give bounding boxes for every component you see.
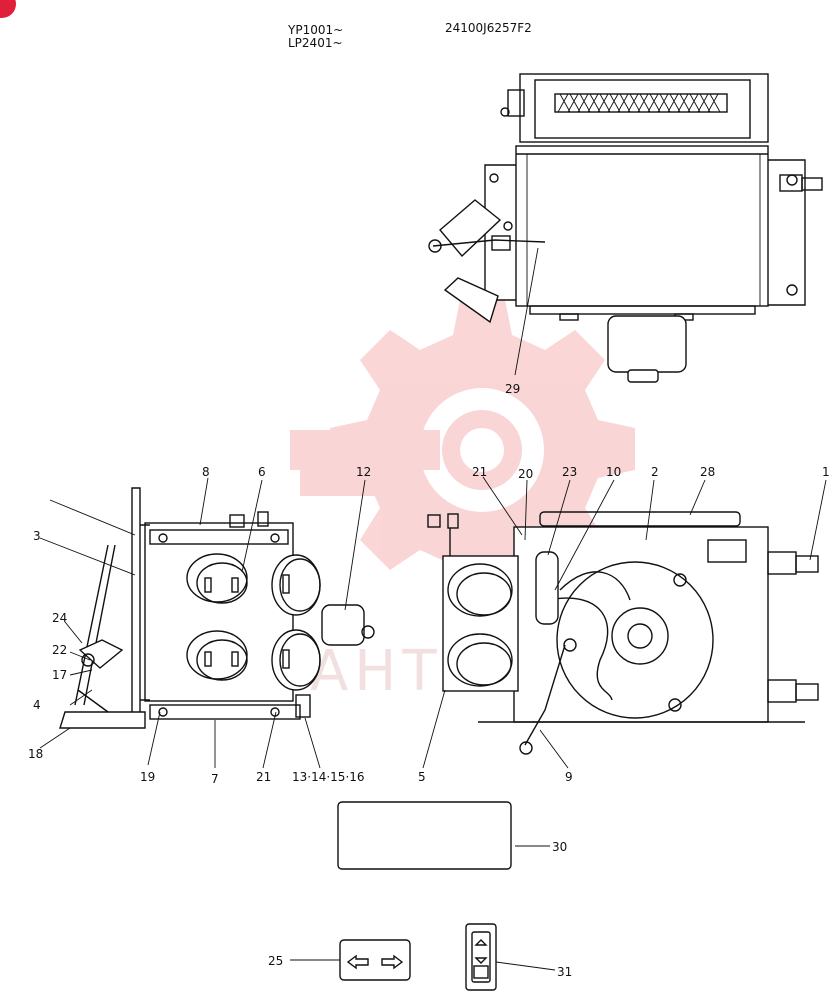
- callout-29: 29: [505, 382, 520, 396]
- callout-2: 2: [651, 465, 659, 479]
- switch-decal-31: [465, 923, 497, 991]
- callout-3: 3: [33, 529, 41, 543]
- top-heater-assembly: [428, 73, 823, 383]
- heater-blower-assembly: [427, 511, 819, 755]
- label-plate-30: [337, 801, 512, 870]
- callout-8: 8: [202, 465, 210, 479]
- callout-28: 28: [700, 465, 715, 479]
- callout-5: 5: [418, 770, 426, 784]
- callout-30: 30: [552, 840, 567, 854]
- leader-lines: [39, 247, 827, 971]
- callout-10: 10: [606, 465, 621, 479]
- callout-17: 17: [52, 668, 67, 682]
- callout-20: 20: [518, 467, 533, 481]
- watermark-logo: АНТЕХ: [290, 300, 635, 704]
- direction-decal-25: [339, 939, 411, 981]
- corner-badge: [0, 0, 16, 18]
- callout-18: 18: [28, 747, 43, 761]
- callout-21b: 21: [256, 770, 271, 784]
- callout-21a: 21: [472, 465, 487, 479]
- callout-1: 1: [822, 465, 830, 479]
- callout-22: 22: [52, 643, 67, 657]
- callout-31: 31: [557, 965, 572, 979]
- callout-24: 24: [52, 611, 67, 625]
- callout-23: 23: [562, 465, 577, 479]
- callout-25: 25: [268, 954, 283, 968]
- callout-4: 4: [33, 698, 41, 712]
- callout-12: 12: [356, 465, 371, 479]
- callout-7: 7: [211, 772, 219, 786]
- callout-6: 6: [258, 465, 266, 479]
- callouts: 29 8 6 12 21 20 23 10 2 28 1 3 24 22 17 …: [28, 382, 830, 979]
- callout-19: 19: [140, 770, 155, 784]
- serial-range-1: YP1001~: [287, 23, 343, 37]
- callout-13-16: 13·14·15·16: [292, 770, 365, 784]
- callout-9: 9: [565, 770, 573, 784]
- serial-range-2: LP2401~: [288, 36, 343, 50]
- duct-box-assembly: [59, 487, 375, 729]
- part-number: 24100J6257F2: [445, 21, 532, 35]
